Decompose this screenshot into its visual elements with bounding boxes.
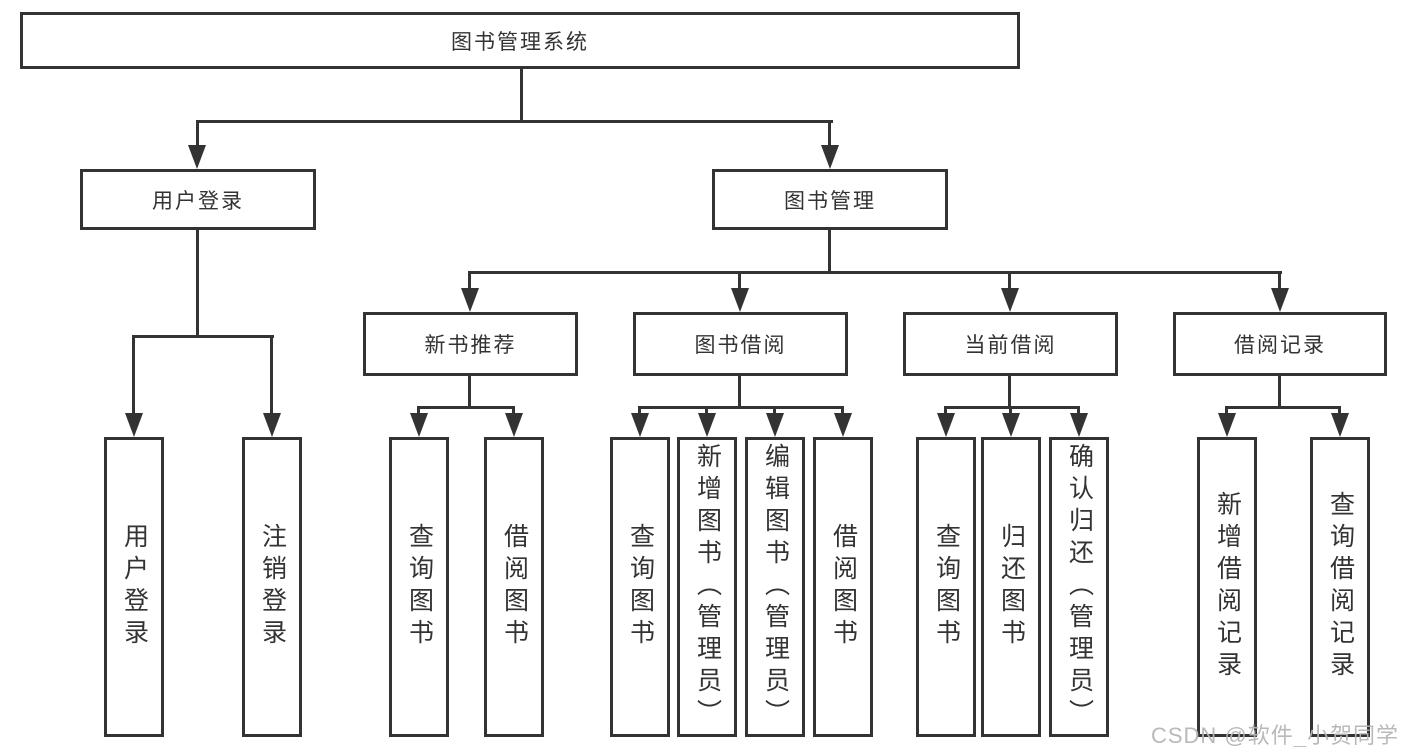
down-arrow-icon [1070,413,1088,437]
connector-line [196,230,199,337]
leaf-label: 查询借阅记录 [1326,491,1355,683]
connector-line [270,335,273,418]
connector-line [196,120,833,123]
node-user-login: 用户登录 [80,169,316,230]
leaf-return-book: 归还图书 [981,437,1041,737]
down-arrow-icon [834,413,852,437]
leaf-add-borrow-record: 新增借阅记录 [1197,437,1257,737]
leaf-label: 新增图书（管理员） [693,443,722,731]
leaf-label: 注销登录 [258,523,287,651]
node-label: 图书管理 [784,189,876,213]
node-new-book-recommend: 新书推荐 [363,312,578,376]
down-arrow-icon [766,413,784,437]
leaf-user-login: 用户登录 [104,437,164,737]
leaf-logout: 注销登录 [242,437,302,737]
connector-line [944,406,947,416]
connector-line [841,406,844,416]
connector-line [1278,376,1281,409]
down-arrow-icon [731,288,749,312]
node-label: 用户登录 [152,189,244,213]
connector-line [738,376,741,409]
leaf-query-books-borrow: 查询图书 [610,437,670,737]
node-current-borrowing: 当前借阅 [903,312,1118,376]
connector-line [512,406,515,416]
leaf-confirm-return-admin: 确认归还（管理员） [1049,437,1109,737]
connector-line [1225,406,1228,416]
down-arrow-icon [937,413,955,437]
leaf-label: 新增借阅记录 [1213,491,1242,683]
connector-line [1008,376,1011,409]
connector-line [1278,271,1281,291]
down-arrow-icon [1002,413,1020,437]
leaf-label: 用户登录 [120,523,149,651]
down-arrow-icon [461,288,479,312]
down-arrow-icon [821,145,839,169]
leaf-label: 编辑图书（管理员） [761,443,790,731]
down-arrow-icon [410,413,428,437]
down-arrow-icon [698,413,716,437]
connector-line [520,69,523,122]
leaf-borrow-book: 借阅图书 [813,437,873,737]
node-book-management: 图书管理 [712,169,948,230]
connector-line [1225,406,1341,409]
leaf-add-book-admin: 新增图书（管理员） [677,437,737,737]
node-root-library-system: 图书管理系统 [20,12,1020,69]
node-book-borrowing: 图书借阅 [633,312,848,376]
connector-line [468,271,1282,274]
node-label: 新书推荐 [424,334,517,357]
down-arrow-icon [263,413,281,437]
leaf-label: 确认归还（管理员） [1065,443,1094,731]
node-label: 借阅记录 [1234,334,1326,357]
down-arrow-icon [1218,413,1236,437]
connector-line [468,376,471,409]
connector-line [828,230,831,273]
down-arrow-icon [125,413,143,437]
leaf-label: 查询图书 [405,523,434,651]
connector-line [132,335,274,338]
connector-line [1009,406,1012,416]
connector-line [468,271,471,291]
connector-line [417,406,420,416]
down-arrow-icon [188,145,206,169]
connector-line [417,406,515,409]
connector-line [828,120,831,148]
csdn-watermark: CSDN @软件_小贺同学 [1150,723,1399,747]
leaf-query-books-recommend: 查询图书 [389,437,449,737]
node-borrowing-records: 借阅记录 [1173,312,1387,376]
down-arrow-icon [1001,288,1019,312]
leaf-edit-book-admin: 编辑图书（管理员） [745,437,805,737]
connector-line [1008,271,1011,291]
leaf-borrow-books-recommend: 借阅图书 [484,437,544,737]
connector-line [1338,406,1341,416]
connector-line [1077,406,1080,416]
connector-line [944,406,1080,409]
down-arrow-icon [1271,288,1289,312]
connector-line [638,406,844,409]
connector-line [705,406,708,416]
leaf-query-books-current: 查询图书 [916,437,976,737]
down-arrow-icon [1331,413,1349,437]
leaf-label: 归还图书 [997,523,1026,651]
connector-line [638,406,641,416]
leaf-query-borrow-record: 查询借阅记录 [1310,437,1370,737]
connector-line [738,271,741,291]
connector-line [196,120,199,148]
leaf-label: 查询图书 [626,523,655,651]
node-label: 图书管理系统 [451,30,589,54]
down-arrow-icon [505,413,523,437]
node-label: 图书借阅 [694,334,787,357]
leaf-label: 借阅图书 [500,523,529,651]
down-arrow-icon [631,413,649,437]
connector-line [132,335,135,418]
leaf-label: 查询图书 [932,523,961,651]
connector-line [773,406,776,416]
leaf-label: 借阅图书 [829,523,858,651]
node-label: 当前借阅 [964,334,1057,357]
